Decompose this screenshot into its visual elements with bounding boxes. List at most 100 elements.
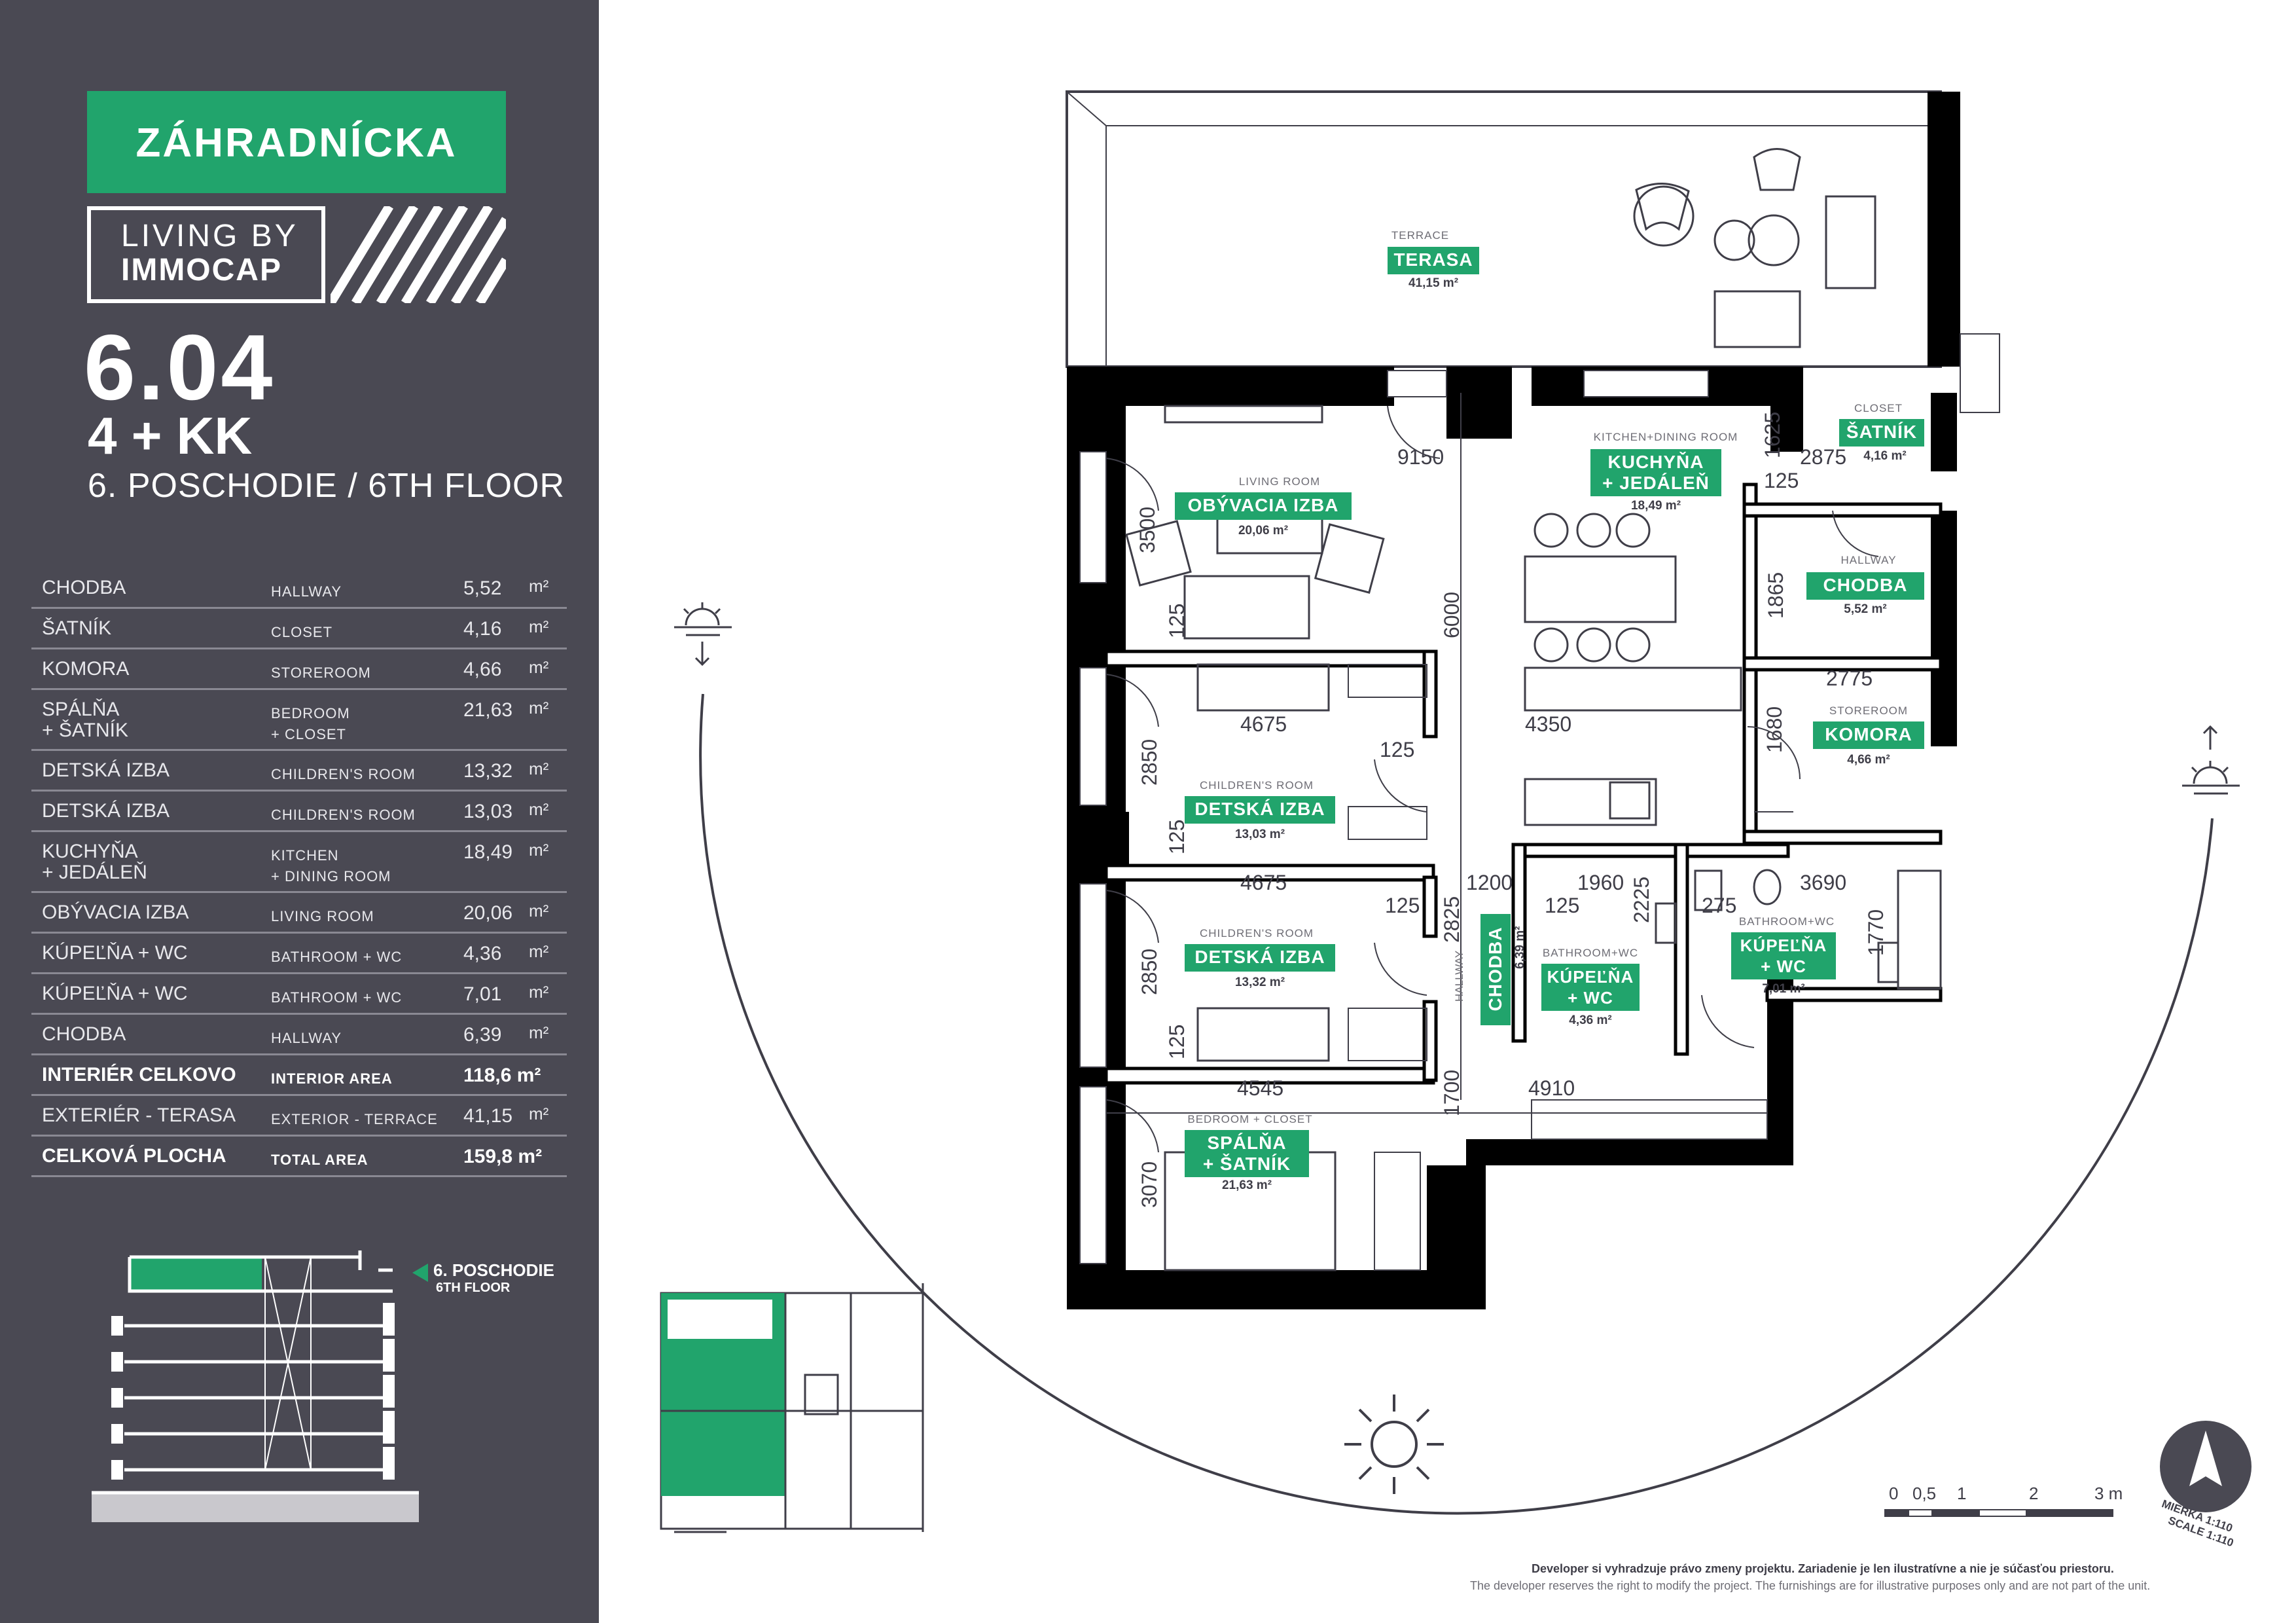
area-unit: m² bbox=[529, 657, 549, 677]
logo-frame bbox=[87, 206, 325, 303]
area-name-en: INTERIOR AREA bbox=[271, 1070, 393, 1087]
key-plan bbox=[660, 1283, 924, 1533]
north-arrow-icon bbox=[2160, 1421, 2251, 1512]
area-unit: m² bbox=[529, 759, 549, 778]
area-value: 6,39 bbox=[463, 1024, 502, 1046]
brand-banner: ZÁHRADNÍCKA bbox=[87, 91, 506, 193]
area-value: 4,66 bbox=[463, 659, 502, 680]
room-sk-line1: KUCHYŇA bbox=[1607, 452, 1704, 472]
dimension: 125 bbox=[1545, 894, 1580, 917]
room-sk-line2: + WC bbox=[1761, 957, 1806, 976]
area-name-en: HALLWAY bbox=[271, 583, 342, 600]
room-en-label: STOREROOM bbox=[1829, 704, 1909, 717]
scale-tick: 2 bbox=[2029, 1484, 2039, 1503]
sun-icon bbox=[1344, 1395, 1444, 1494]
brand-name: ZÁHRADNÍCKA bbox=[135, 120, 457, 166]
room-en-label: TERRACE bbox=[1391, 229, 1450, 242]
room-sk-label: KÚPEĽŇA + WC bbox=[1731, 932, 1836, 979]
area-unit: m² bbox=[529, 840, 549, 860]
area-row: CHODBA HALLWAY 5,52 m² bbox=[31, 568, 567, 609]
dimension: 125 bbox=[1165, 819, 1189, 854]
room-en-label: HALLWAY bbox=[1840, 554, 1897, 566]
sunrise-icon bbox=[2182, 725, 2240, 795]
sunset-icon bbox=[674, 602, 732, 666]
room-area: 41,15 m² bbox=[1408, 276, 1459, 290]
area-row: EXTERIÉR - TERASA EXTERIOR - TERRACE 41,15… bbox=[31, 1096, 567, 1137]
area-unit: m² bbox=[529, 576, 549, 596]
area-value: 18,49 bbox=[463, 841, 513, 863]
area-value: 21,63 bbox=[463, 699, 513, 721]
dimension: 2825 bbox=[1440, 896, 1463, 943]
area-name-sk: INTERIÉR CELKOVO bbox=[42, 1064, 236, 1085]
area-name-sk: DETSKÁ IZBA bbox=[42, 800, 170, 822]
dimension: 125 bbox=[1385, 894, 1420, 917]
area-row: INTERIÉR CELKOVO INTERIOR AREA 118,6 m² bbox=[31, 1055, 567, 1096]
room-sk-label: TERASA bbox=[1388, 247, 1479, 274]
area-name-en: TOTAL AREA bbox=[271, 1152, 368, 1168]
room-area: 4,16 m² bbox=[1863, 449, 1907, 463]
room-en-label: CLOSET bbox=[1854, 402, 1903, 414]
room-en-label: CHILDREN'S ROOM bbox=[1199, 779, 1314, 792]
room-sk-label: DETSKÁ IZBA bbox=[1185, 796, 1335, 824]
area-unit: m² bbox=[529, 941, 549, 961]
dimension: 2225 bbox=[1630, 876, 1653, 923]
room-sk-text: CHODBA bbox=[1485, 926, 1505, 1012]
dimension: 9150 bbox=[1397, 445, 1444, 469]
area-name-sk: SPÁLŇA + ŠATNÍK bbox=[42, 699, 128, 741]
room-area: 7,01 m² bbox=[1762, 982, 1805, 996]
room-sk-label: ŠATNÍK bbox=[1839, 419, 1924, 447]
area-value: 118,6 m² bbox=[463, 1065, 541, 1086]
room-sk-line2: + ŠATNÍK bbox=[1202, 1154, 1291, 1174]
room-en-label: CHILDREN'S ROOM bbox=[1199, 927, 1314, 939]
dimension: 6000 bbox=[1440, 591, 1463, 638]
dimension: 1680 bbox=[1763, 706, 1786, 753]
dimension: 2850 bbox=[1138, 739, 1161, 786]
area-unit: m² bbox=[529, 617, 549, 636]
area-name-en: EXTERIOR - TERRACE bbox=[271, 1111, 438, 1127]
room-sk-label: OBÝVACIA IZBA bbox=[1175, 492, 1352, 520]
area-value: 41,15 bbox=[463, 1105, 513, 1127]
area-name-sk: EXTERIÉR - TERASA bbox=[42, 1104, 236, 1126]
area-value: 7,01 bbox=[463, 983, 502, 1005]
room-en-label: KITCHEN+DINING ROOM bbox=[1593, 431, 1738, 443]
floor-indicator-en: 6TH FLOOR bbox=[436, 1281, 511, 1295]
area-unit: m² bbox=[529, 1023, 549, 1042]
area-name-en: HALLWAY bbox=[271, 1030, 342, 1046]
area-value: 159,8 m² bbox=[463, 1146, 543, 1167]
area-unit: m² bbox=[529, 698, 549, 718]
dimension: 4545 bbox=[1237, 1076, 1284, 1100]
room-en-label: LIVING ROOM bbox=[1238, 475, 1321, 488]
scale-bar bbox=[1884, 1509, 2113, 1517]
area-name-sk: CHODBA bbox=[42, 577, 126, 598]
logo-line1: LIVING BY bbox=[121, 219, 298, 253]
dimension: 2775 bbox=[1826, 666, 1873, 690]
area-value: 5,52 bbox=[463, 577, 502, 599]
area-unit: m² bbox=[529, 799, 549, 819]
room-sk-label: CHODBA bbox=[1480, 914, 1511, 1025]
room-area: 4,66 m² bbox=[1847, 753, 1890, 767]
dimension: 1700 bbox=[1440, 1069, 1463, 1116]
unit-number: 6.04 bbox=[84, 316, 276, 420]
room-sk-line1: KÚPEĽŇA bbox=[1740, 936, 1827, 955]
dimension: 1770 bbox=[1864, 909, 1888, 956]
dimension: 1200 bbox=[1466, 871, 1513, 894]
room-sk-label: KÚPEĽŇA + WC bbox=[1541, 964, 1640, 1011]
area-value: 13,32 bbox=[463, 760, 513, 782]
dimension: 3070 bbox=[1138, 1161, 1161, 1208]
area-unit: m² bbox=[529, 1104, 549, 1123]
area-name-sk: CHODBA bbox=[42, 1023, 126, 1045]
dimension: 4675 bbox=[1240, 712, 1287, 736]
dimension: 1625 bbox=[1761, 411, 1784, 458]
dimension: 4350 bbox=[1525, 712, 1572, 736]
room-area: 21,63 m² bbox=[1221, 1178, 1272, 1192]
room-area: 13,32 m² bbox=[1234, 976, 1285, 989]
area-name-en: STOREROOM bbox=[271, 665, 371, 681]
